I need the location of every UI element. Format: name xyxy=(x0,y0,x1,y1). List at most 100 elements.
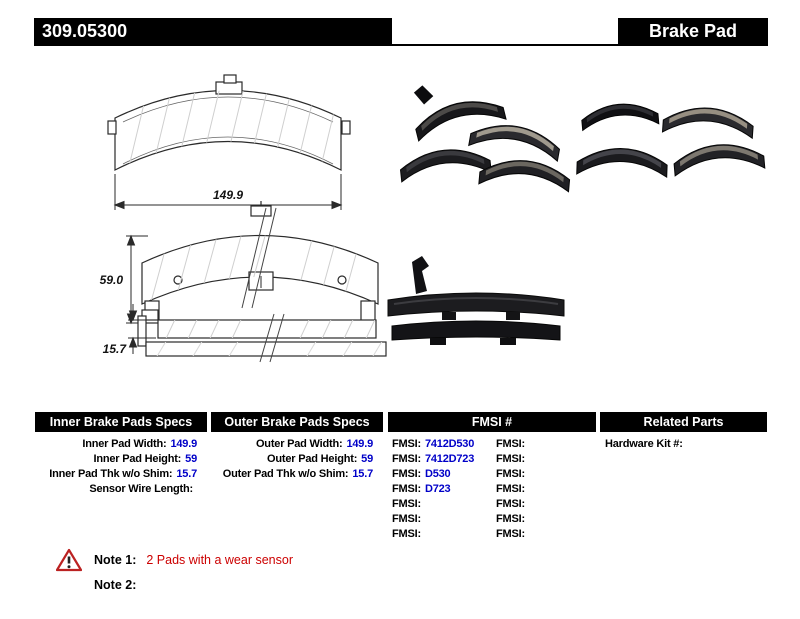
spec-label: Inner Pad Thk w/o Shim: xyxy=(49,468,173,480)
fmsi-value: 7412D530 xyxy=(424,438,475,450)
related-parts-column: Related Parts Hardware Kit #: xyxy=(600,412,767,452)
fmsi-row: FMSI: xyxy=(496,527,596,542)
fmsi-list-right: FMSI: FMSI: FMSI: FMSI: FMSI: FMSI: FMSI… xyxy=(492,437,596,542)
fmsi-label: FMSI: xyxy=(392,453,421,465)
brake-pad-photo xyxy=(661,104,755,139)
fmsi-row: FMSI:7412D530 xyxy=(392,437,492,452)
fmsi-row: FMSI: xyxy=(496,497,596,512)
pad-side-view-drawing xyxy=(141,201,379,324)
fmsi-label: FMSI: xyxy=(392,528,421,540)
fmsi-row: FMSI:D530 xyxy=(392,467,492,482)
pad-stack-bar-2 xyxy=(391,320,561,341)
spec-row: Outer Pad Width:149.9 xyxy=(211,437,383,452)
brake-pad-photo xyxy=(478,156,572,193)
spec-label: Inner Pad Width: xyxy=(82,438,167,450)
fmsi-label: FMSI: xyxy=(392,468,421,480)
spec-label: Outer Pad Height: xyxy=(267,453,358,465)
part-number: 309.05300 xyxy=(42,20,128,41)
note-1-text: 2 Pads with a wear sensor xyxy=(146,553,293,567)
pad-side-photo xyxy=(387,256,565,345)
spec-label: Outer Pad Thk w/o Shim: xyxy=(222,468,349,480)
fmsi-label: FMSI: xyxy=(496,513,525,525)
pad-photo-cluster-2 xyxy=(576,100,766,178)
fmsi-row: FMSI: xyxy=(392,527,492,542)
spec-value: 149.9 xyxy=(170,438,197,450)
fmsi-row: FMSI: xyxy=(392,497,492,512)
fmsi-value: D530 xyxy=(424,468,451,480)
fmsi-label: FMSI: xyxy=(392,513,421,525)
header: 309.05300 Brake Pad xyxy=(34,18,768,46)
spec-row: Hardware Kit #: xyxy=(605,437,767,452)
fmsi-body: FMSI:7412D530 FMSI:7412D723 FMSI:D530 FM… xyxy=(388,432,596,542)
outer-specs-body: Outer Pad Width:149.9 Outer Pad Height:5… xyxy=(211,432,383,482)
spec-value: 59 xyxy=(185,453,197,465)
spec-value: 15.7 xyxy=(352,468,373,480)
fmsi-list-left: FMSI:7412D530 FMSI:7412D723 FMSI:D530 FM… xyxy=(388,437,492,542)
spec-label: Sensor Wire Length: xyxy=(89,483,193,495)
pad-tab xyxy=(442,312,456,320)
width-dimension-label: 149.9 xyxy=(213,188,243,202)
fmsi-value: D723 xyxy=(424,483,451,495)
fmsi-label: FMSI: xyxy=(496,498,525,510)
wear-sensor-tab xyxy=(413,85,434,105)
height-dimension-label: 59.0 xyxy=(100,273,124,287)
drawings-svg: 149.9 xyxy=(100,74,387,363)
spec-row: Inner Pad Height:59 xyxy=(35,452,207,467)
brake-pad-photo xyxy=(411,85,507,142)
fmsi-row: FMSI: xyxy=(496,452,596,467)
brake-pad-photo xyxy=(580,100,660,131)
fmsi-label: FMSI: xyxy=(392,498,421,510)
spec-label: Hardware Kit #: xyxy=(605,438,683,450)
note-2-row: Note 2: xyxy=(94,578,293,592)
spec-value: 15.7 xyxy=(176,468,197,480)
pad-stack-bar-1 xyxy=(387,292,565,317)
fmsi-column: FMSI # FMSI:7412D530 FMSI:7412D723 FMSI:… xyxy=(388,412,596,542)
fmsi-label: FMSI: xyxy=(496,438,525,450)
pad-edge-view-drawing xyxy=(137,309,387,363)
fmsi-label: FMSI: xyxy=(392,483,421,495)
fmsi-label: FMSI: xyxy=(392,438,421,450)
fmsi-value: 7412D723 xyxy=(424,453,475,465)
related-parts-header: Related Parts xyxy=(600,412,767,432)
inner-specs-header: Inner Brake Pads Specs xyxy=(35,412,207,432)
outer-specs-header: Outer Brake Pads Specs xyxy=(211,412,383,432)
pad-tab xyxy=(506,312,520,320)
fmsi-row: FMSI: xyxy=(496,437,596,452)
related-parts-body: Hardware Kit #: xyxy=(600,432,767,452)
inner-specs-column: Inner Brake Pads Specs Inner Pad Width:1… xyxy=(35,412,207,497)
product-photos xyxy=(380,68,780,368)
inner-specs-body: Inner Pad Width:149.9 Inner Pad Height:5… xyxy=(35,432,207,497)
thickness-dimension-label: 15.7 xyxy=(103,342,128,356)
fmsi-row: FMSI: xyxy=(392,512,492,527)
notes-section: Note 1: 2 Pads with a wear sensor Note 2… xyxy=(56,548,293,592)
fmsi-row: FMSI: xyxy=(496,467,596,482)
pad-top-view-drawing xyxy=(107,74,351,171)
brake-pad-photo xyxy=(398,145,492,183)
pad-stack-highlight xyxy=(393,297,559,305)
brake-pad-photo xyxy=(468,118,563,162)
fmsi-row: FMSI: xyxy=(496,512,596,527)
fmsi-label: FMSI: xyxy=(496,468,525,480)
thickness-dimension xyxy=(128,304,156,354)
spec-label: Outer Pad Width: xyxy=(255,438,343,450)
pad-tab xyxy=(430,338,446,345)
fmsi-label: FMSI: xyxy=(496,483,525,495)
note-1-row: Note 1: 2 Pads with a wear sensor xyxy=(56,548,293,572)
outer-specs-column: Outer Brake Pads Specs Outer Pad Width:1… xyxy=(211,412,383,482)
warning-triangle-icon xyxy=(56,548,82,572)
spec-row: Outer Pad Height:59 xyxy=(211,452,383,467)
pad-tab xyxy=(500,338,516,345)
spec-label: Inner Pad Height: xyxy=(93,453,182,465)
width-dimension xyxy=(113,174,343,210)
brake-pad-photo xyxy=(672,140,766,177)
wear-sensor xyxy=(412,256,429,294)
part-number-bar: 309.05300 xyxy=(34,18,392,44)
edge-texture-upper xyxy=(165,320,376,338)
fmsi-label: FMSI: xyxy=(496,528,525,540)
photos-svg xyxy=(387,85,766,345)
pad-photo-cluster-1 xyxy=(398,85,572,193)
fmsi-row: FMSI:D723 xyxy=(392,482,492,497)
spec-row: Inner Pad Width:149.9 xyxy=(35,437,207,452)
spec-row: Outer Pad Thk w/o Shim:15.7 xyxy=(211,467,383,482)
